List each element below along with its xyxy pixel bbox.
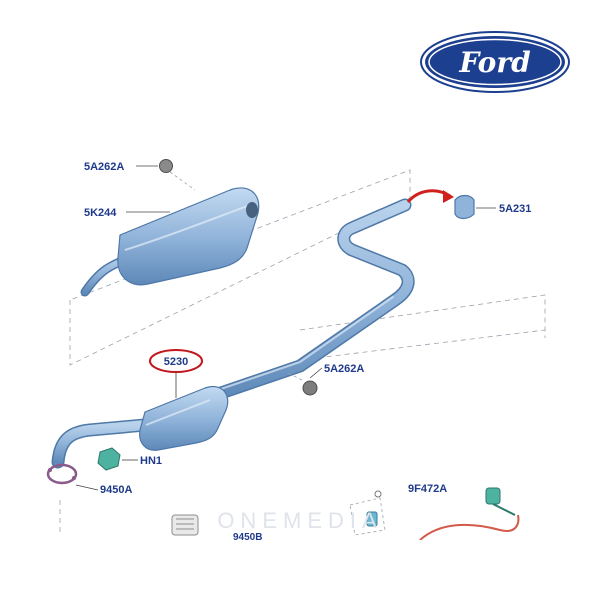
label-front-pipe: 5230 [164, 356, 188, 368]
front-pipe [51, 386, 229, 469]
label-bracket-top: 5A262A [84, 161, 124, 173]
label-bracket-mid: 5A262A [324, 363, 364, 375]
front-pipe-callout: 5230 [149, 349, 203, 398]
red-arrow-icon [406, 189, 454, 204]
bracket-top [136, 159, 196, 191]
label-sensor: 9F472A [408, 483, 447, 495]
label-hanger-right: 5A231 [499, 203, 531, 215]
label-muffler: 5K244 [84, 207, 117, 219]
dashed-guides [59, 169, 546, 535]
crop-band [0, 540, 600, 600]
label-nut: HN1 [140, 455, 162, 467]
intermediate-pipe [208, 198, 415, 402]
gasket [46, 463, 99, 491]
hanger-right [454, 194, 496, 220]
bracket-mid [285, 367, 323, 396]
ford-logo-text: Ford [458, 46, 530, 79]
ford-logo: Ford [420, 31, 570, 93]
clamp [171, 514, 199, 536]
oxygen-sensor [349, 487, 520, 541]
rear-muffler [80, 187, 260, 297]
nut [97, 447, 138, 471]
label-gasket: 9450A [100, 484, 132, 496]
label-clamp: 9450B [233, 532, 262, 543]
watermark: ONEMEDIA [217, 508, 382, 533]
